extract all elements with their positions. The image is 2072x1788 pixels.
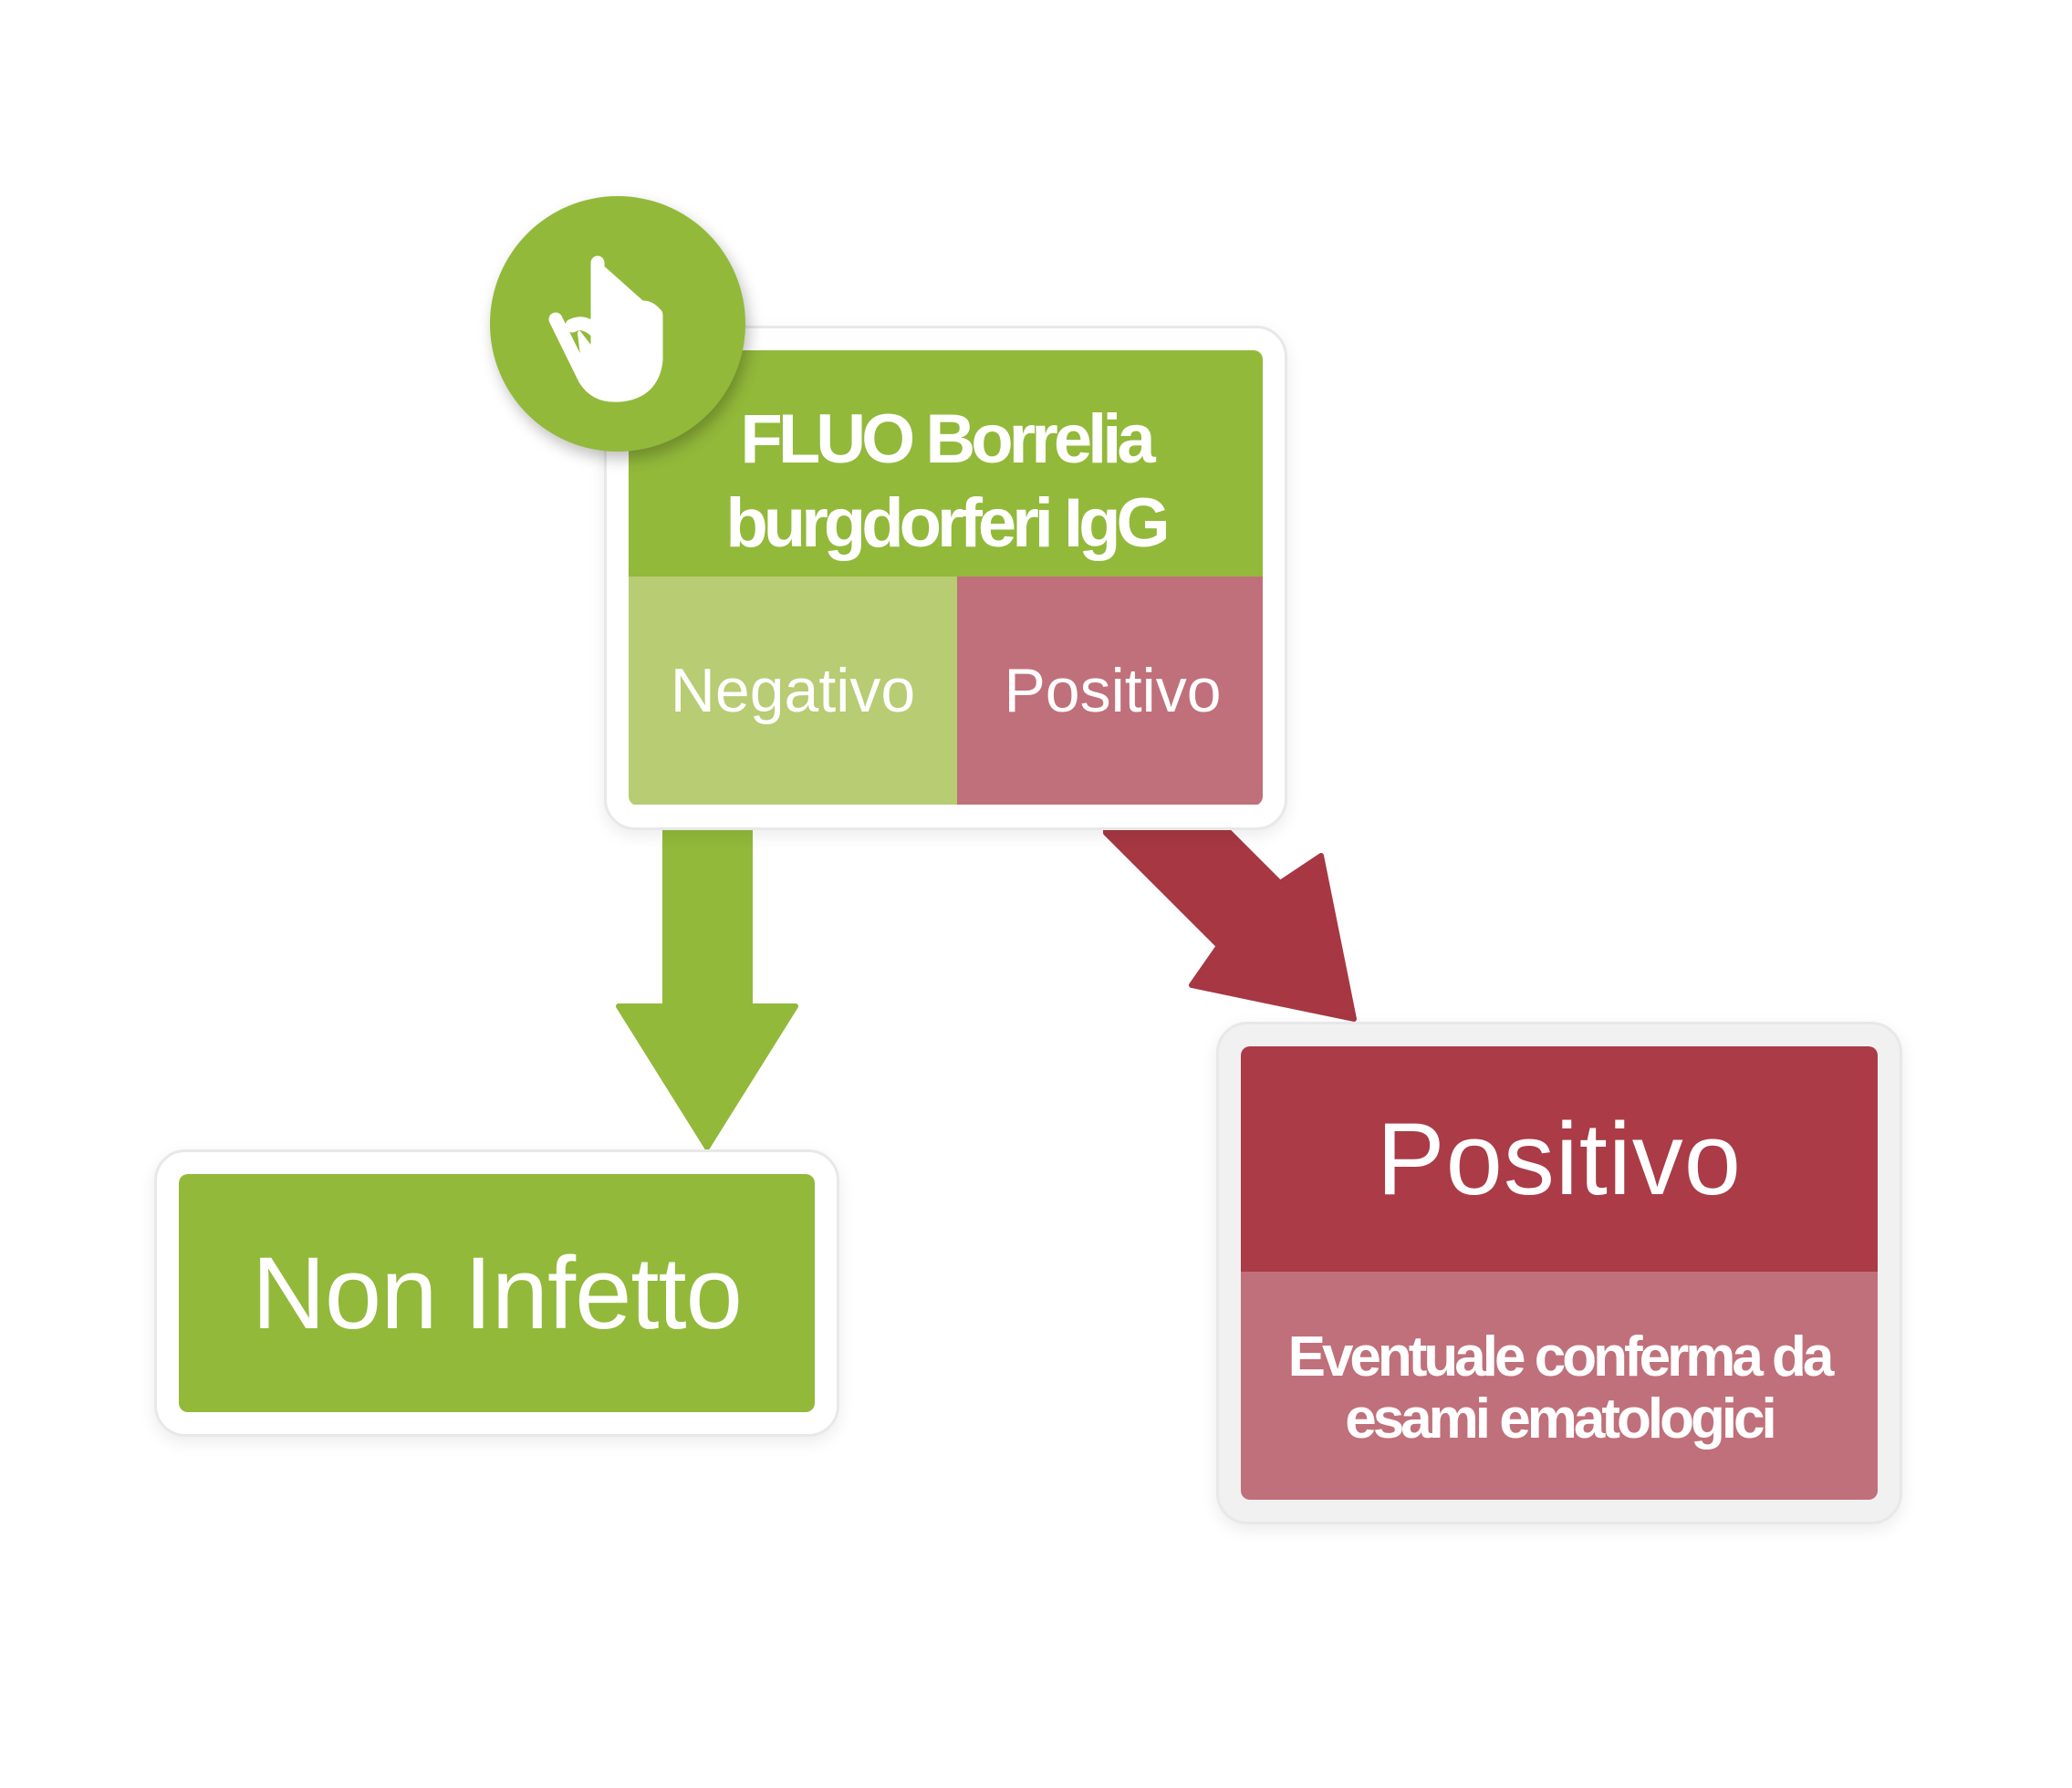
arrow-down-icon: [616, 823, 798, 1150]
positive-result-description-line1: Eventuale conferma da: [1287, 1325, 1835, 1388]
negative-result-label: Non Infetto: [179, 1174, 815, 1412]
positive-result-description: Eventuale conferma da esami ematologici: [1241, 1272, 1878, 1500]
arrow-down-right-icon: [1103, 823, 1357, 1022]
positive-result-box: Positivo Eventuale conferma da esami ema…: [1216, 1022, 1902, 1524]
negative-result-box: Non Infetto: [154, 1149, 839, 1437]
test-box: FLUO Borrelia burgdorferi IgG Negativo P…: [604, 326, 1287, 830]
positive-result-title: Positivo: [1241, 1046, 1878, 1272]
negative-option: Negativo: [629, 577, 957, 805]
pointing-hand-icon: [548, 255, 663, 402]
test-title-line1: FLUO Borrelia: [740, 400, 1155, 478]
positive-option: Positivo: [957, 577, 1263, 805]
test-title-line2: burgdorferi IgG: [725, 484, 1170, 562]
test-title: FLUO Borrelia burgdorferi IgG: [629, 350, 1263, 577]
pointing-hand-badge: [490, 196, 745, 452]
positive-result-description-line2: esami ematologici: [1345, 1388, 1777, 1450]
